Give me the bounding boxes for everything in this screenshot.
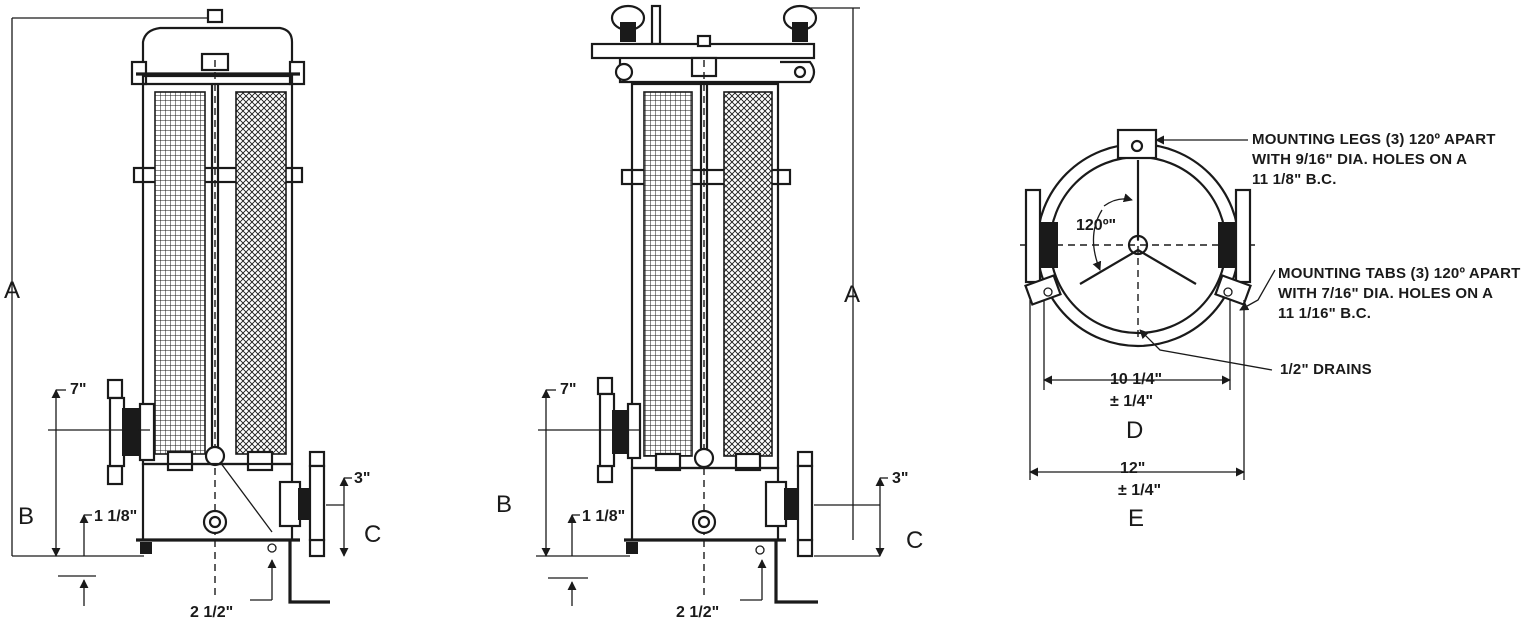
side-view-middle: A B C 7" 1 1/8" 3" 2 1/2" xyxy=(496,4,923,621)
label-d: D xyxy=(1126,417,1143,444)
dim-e-tol: ± 1/4" xyxy=(1118,482,1161,499)
angle-label: 120º" xyxy=(1076,217,1116,234)
dim-e-value: 12" xyxy=(1120,460,1145,477)
filter-bag-left xyxy=(154,91,206,455)
label-a: A xyxy=(844,281,860,308)
dim-base-offset: 1 1/8" xyxy=(94,508,137,525)
dim-bottom: 2 1/2" xyxy=(676,604,719,621)
top-view: 120º" 10 1/4" ± 1/4" D 12" ± 1/4" E MOUN… xyxy=(1020,128,1520,532)
label-c: C xyxy=(364,521,381,548)
dim-base-offset: 1 1/8" xyxy=(582,508,625,525)
label-a: A xyxy=(4,277,20,304)
lid-handle xyxy=(206,8,224,24)
eyebolt-right xyxy=(782,4,818,42)
dim-inlet-height: 7" xyxy=(560,381,576,398)
note-legs-line-2: WITH 9/16" DIA. HOLES ON A xyxy=(1252,151,1467,168)
bag-fitting-left xyxy=(166,450,194,472)
filter-bag-left xyxy=(643,91,693,457)
base-bolt xyxy=(140,542,152,554)
center-drain xyxy=(204,445,226,467)
filter-bag-right xyxy=(235,91,287,455)
note-tabs-line-3: 11 1/16" B.C. xyxy=(1278,305,1371,322)
eyebolt-left xyxy=(610,4,646,42)
dim-bottom: 2 1/2" xyxy=(190,604,233,621)
dim-outlet-height: 3" xyxy=(892,470,908,487)
filter-bag-right xyxy=(723,91,773,457)
mounting-tab-left xyxy=(1024,188,1062,306)
dim-outlet-height: 3" xyxy=(354,470,370,487)
inlet-flange xyxy=(106,378,156,486)
note-legs-line-1: MOUNTING LEGS (3) 120º APART xyxy=(1252,131,1496,148)
bag-fitting-right xyxy=(246,450,274,472)
label-c: C xyxy=(906,527,923,554)
label-b: B xyxy=(18,503,34,530)
lid-pin xyxy=(650,4,662,46)
dim-d-value: 10 1/4" xyxy=(1110,371,1162,388)
note-tabs-line-2: WITH 7/16" DIA. HOLES ON A xyxy=(1278,285,1493,302)
outlet-flange xyxy=(764,450,814,558)
note-drains: 1/2" DRAINS xyxy=(1280,361,1372,378)
mounting-leg xyxy=(288,540,330,604)
outlet-flange xyxy=(278,450,326,558)
label-e: E xyxy=(1128,505,1144,532)
label-b: B xyxy=(496,491,512,518)
note-legs-line-3: 11 1/8" B.C. xyxy=(1252,171,1337,188)
side-view-left: A B C 7" 1 1/8" 3" 2 1/2" xyxy=(4,8,381,621)
dim-inlet-height: 7" xyxy=(70,381,86,398)
yoke-arm xyxy=(618,58,816,84)
dim-d-tol: ± 1/4" xyxy=(1110,393,1153,410)
mounting-tab-right xyxy=(1214,188,1252,306)
mounting-leg xyxy=(774,540,818,604)
lid xyxy=(141,26,294,72)
note-tabs-line-1: MOUNTING TABS (3) 120º APART xyxy=(1278,265,1520,282)
